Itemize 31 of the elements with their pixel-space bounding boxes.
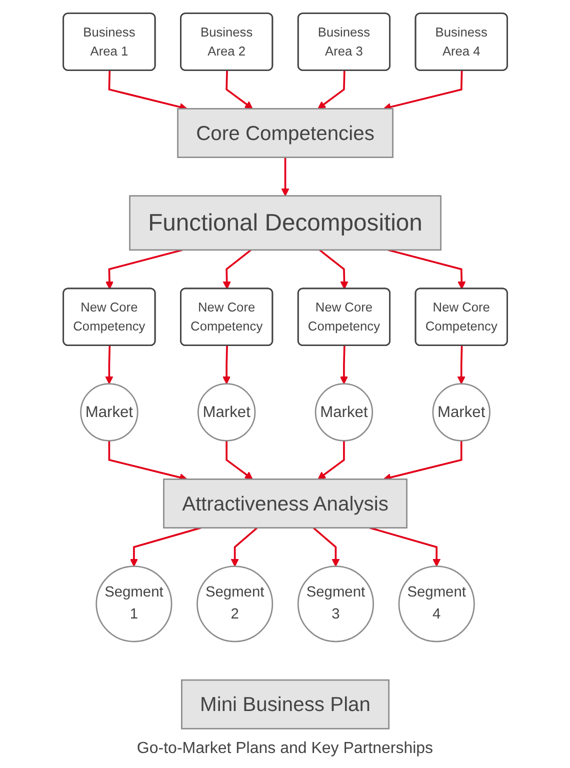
node-box: Attractiveness Analysis [162,478,408,528]
arrow [388,249,466,290]
node-circle: Market [197,383,256,442]
arrow [105,249,182,290]
caption: Go-to-Market Plans and Key Partnerships [136,740,434,758]
arrow [317,440,345,480]
arrow [312,527,340,567]
arrow [382,70,462,111]
node-box: Core Competencies [176,108,394,158]
node-circle: Segment 2 [196,566,273,642]
arrow [222,346,230,384]
arrow [225,70,253,110]
arrow [457,346,466,384]
node-circle: Segment 3 [297,566,374,642]
arrow [225,440,253,480]
node-box: Functional Decomposition [128,195,442,251]
node-box: Mini Business Plan [180,679,390,730]
arrow [318,249,348,290]
arrow [222,249,252,290]
arrow [230,527,258,567]
node-circle: Segment 1 [95,566,172,642]
node-circle: Market [80,383,138,442]
node-circle: Segment 4 [398,566,475,642]
arrow [340,346,348,384]
arrow [317,70,346,110]
node-circle: Market [314,383,373,442]
arrow [280,157,290,196]
arrow [369,526,440,567]
arrow [130,526,201,567]
arrow [104,346,113,384]
node-circle: Market [432,383,490,442]
